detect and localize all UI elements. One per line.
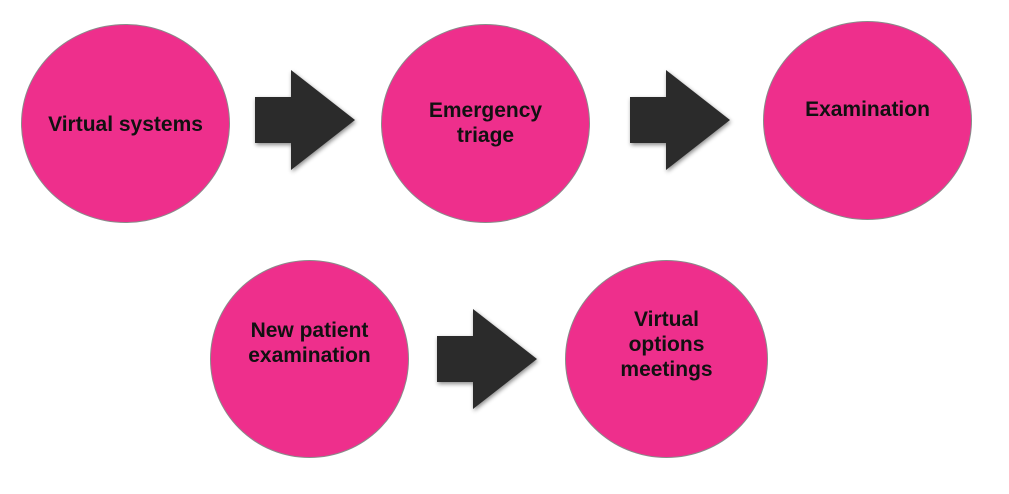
arrow-right-icon <box>255 70 355 170</box>
node-label: Examination <box>805 98 930 121</box>
node-virtual-options-meetings: Virtual options meetings <box>565 260 768 458</box>
node-new-patient-examination: New patient examination <box>210 260 409 458</box>
node-label: Emergency triage <box>428 99 543 147</box>
node-label: Virtual options meetings <box>620 308 713 381</box>
node-label: New patient examination <box>248 319 371 367</box>
arrow-right-icon <box>437 309 537 409</box>
node-label: Virtual systems <box>48 113 203 136</box>
node-emergency-triage: Emergency triage <box>381 24 590 223</box>
node-virtual-systems: Virtual systems <box>21 24 230 223</box>
arrow-right-icon <box>630 70 730 170</box>
node-examination: Examination <box>763 21 972 220</box>
